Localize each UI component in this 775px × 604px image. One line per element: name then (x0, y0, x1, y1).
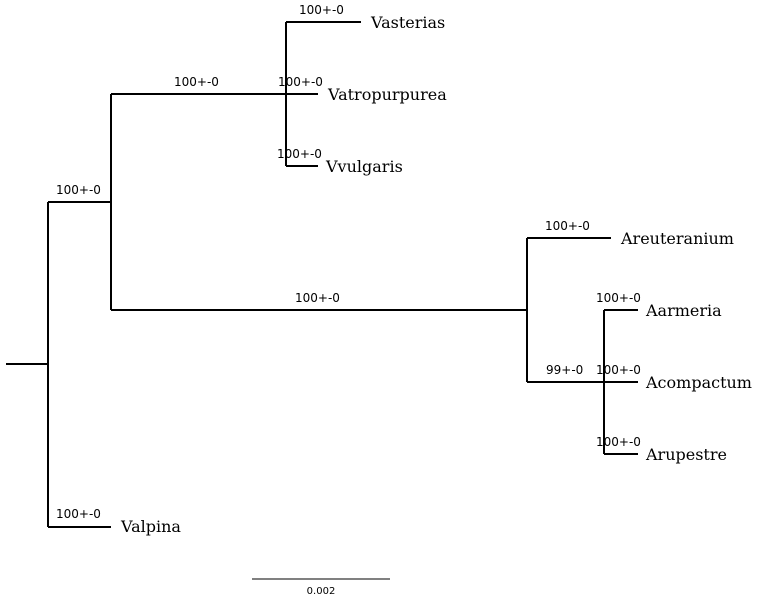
leaf-arupestre: Arupestre (645, 445, 727, 464)
support-aarmeria: 100+-0 (596, 291, 641, 305)
support-v-clade: 100+-0 (174, 75, 219, 89)
support-arupestre: 100+-0 (596, 435, 641, 449)
scale-bar-label: 0.002 (307, 586, 336, 597)
leaf-areuteranium: Areuteranium (620, 229, 734, 248)
leaf-valpina: Valpina (120, 517, 181, 536)
leaf-aarmeria: Aarmeria (645, 301, 722, 320)
support-main-clade: 100+-0 (56, 183, 101, 197)
leaf-vatropurpurea: Vatropurpurea (327, 85, 447, 104)
support-vatropurpurea: 100+-0 (278, 75, 323, 89)
leaf-vvulgaris: Vvulgaris (325, 157, 403, 176)
support-valpina: 100+-0 (56, 507, 101, 521)
support-areuteranium: 100+-0 (545, 219, 590, 233)
support-acompactum: 100+-0 (596, 363, 641, 377)
support-a-subclade: 99+-0 (546, 363, 583, 377)
leaf-acompactum: Acompactum (645, 373, 752, 392)
leaf-vasterias: Vasterias (370, 13, 445, 32)
support-vvulgaris: 100+-0 (277, 147, 322, 161)
support-vasterias: 100+-0 (299, 3, 344, 17)
support-a-clade: 100+-0 (295, 291, 340, 305)
